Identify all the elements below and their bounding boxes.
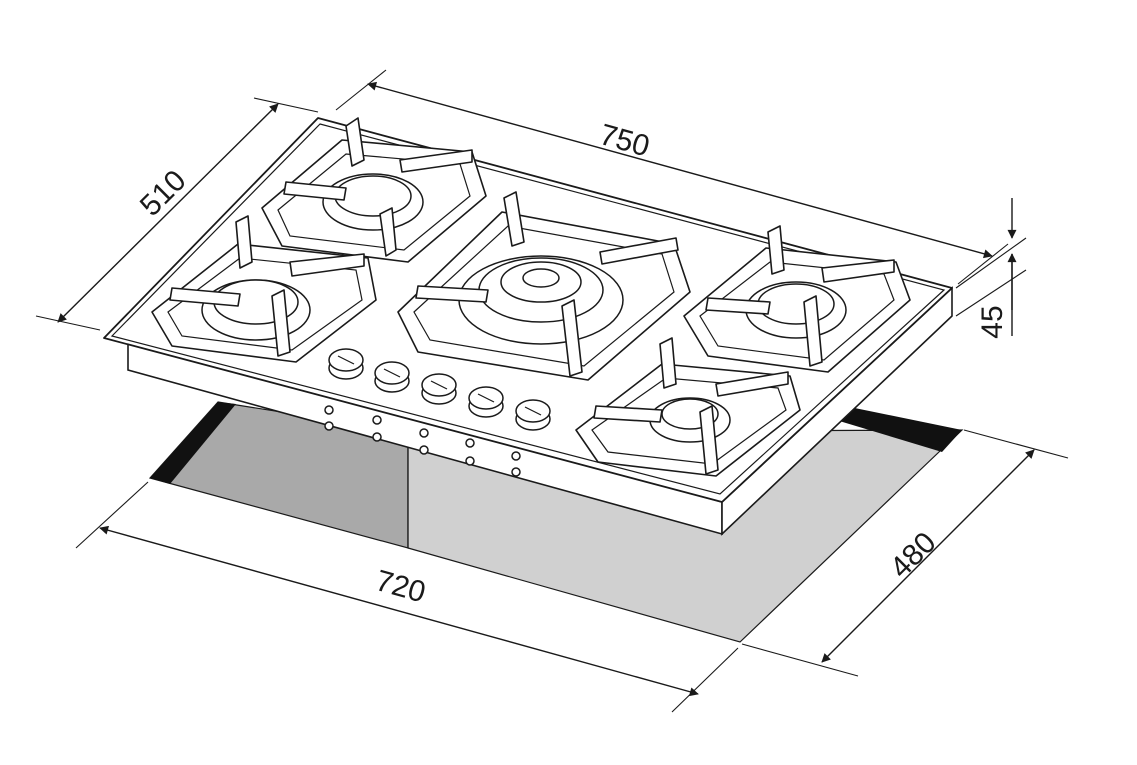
dimension-720-label: 720 — [372, 564, 429, 609]
dimension-45: 45 — [955, 198, 1027, 339]
burner-front-right — [575, 337, 801, 477]
knob-1 — [328, 348, 364, 380]
underside-fittings — [324, 405, 521, 477]
dimension-750-label: 750 — [596, 118, 653, 163]
dimension-480-label: 480 — [884, 526, 943, 585]
cutout-back-edge — [836, 405, 962, 452]
knob-5 — [515, 399, 551, 431]
burner-back-right — [683, 225, 911, 373]
control-knobs — [328, 348, 551, 431]
knob-3 — [421, 373, 457, 405]
dimension-45-label: 45 — [976, 305, 1009, 338]
knob-2 — [374, 361, 410, 393]
cutout-left-edge — [150, 402, 236, 484]
dimension-510-label: 510 — [134, 164, 193, 223]
knob-4 — [468, 386, 504, 418]
